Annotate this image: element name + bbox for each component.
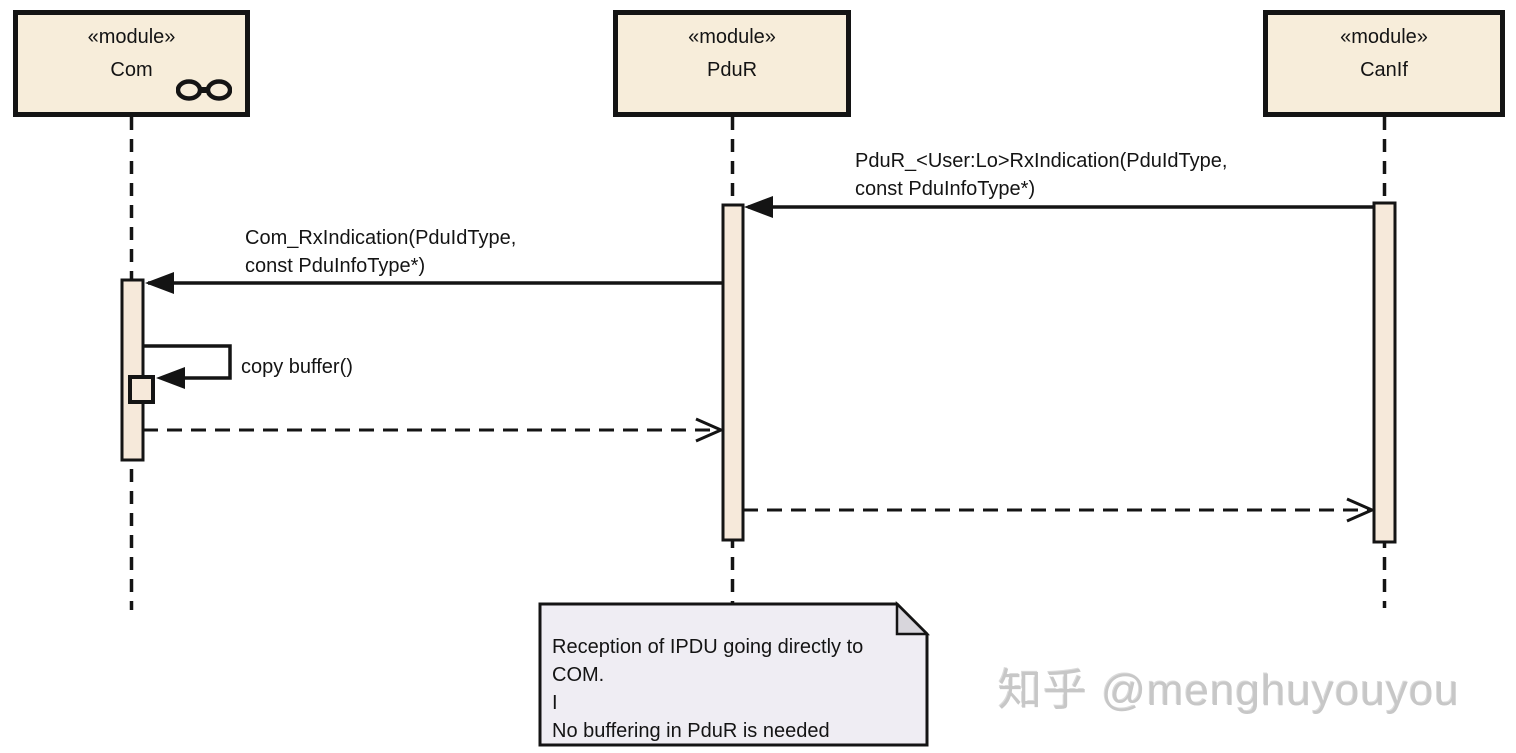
note-text-line: No buffering in PduR is needed [552, 720, 830, 742]
participant-stereotype: «module» [1340, 26, 1428, 48]
message-label-pdur-rxindication: PduR_<User:Lo>RxIndication(PduIdType, co… [855, 147, 1227, 203]
note-shape [538, 602, 929, 747]
note-text-line: I [552, 692, 558, 714]
activation-bar-canif [1372, 201, 1397, 544]
note-text: Reception of IPDU going directly to COM.… [552, 633, 924, 745]
participant-name: Com [110, 59, 153, 81]
activation-bar-com-nested [128, 375, 155, 404]
note-fold-corner [895, 600, 931, 636]
participant-stereotype: «module» [87, 26, 176, 48]
participant-stereotype: «module» [688, 26, 776, 48]
participant-name: PduR [706, 59, 758, 81]
message-line-copy-buffer [143, 344, 232, 380]
activation-bar-pdur [721, 203, 745, 542]
note-text-line: COM. [552, 664, 605, 686]
participant-name: CanIf [1360, 59, 1408, 81]
message-label-copy-buffer: copy buffer() [241, 356, 353, 378]
message-label-line2: const PduInfoType*) [855, 178, 1036, 200]
arrowhead-sync-copy-buffer [156, 367, 185, 389]
participant-com: «module» Com [13, 10, 250, 117]
activation-bar-com [120, 278, 145, 462]
arrowhead-sync-com [145, 272, 174, 294]
arrowhead-sync-pdur [744, 196, 773, 218]
watermark-zhihu: 知乎 @menghuyouyou [998, 666, 1460, 715]
link-icon [176, 79, 232, 101]
participant-canif: «module» CanIf [1263, 10, 1505, 117]
arrowhead-open-pdur [695, 417, 725, 443]
participant-pdur: «module» PduR [613, 10, 851, 117]
arrowhead-open-canif [1346, 497, 1376, 523]
message-label-com-rxindication: Com_RxIndication(PduIdType, const PduInf… [245, 224, 516, 280]
message-label-line1: Com_RxIndication(PduIdType, [245, 227, 517, 249]
message-label-line2: const PduInfoType*) [245, 255, 426, 277]
message-label-line1: PduR_<User:Lo>RxIndication(PduIdType, [855, 150, 1228, 172]
note-text-line: Reception of IPDU going directly to [552, 636, 864, 658]
